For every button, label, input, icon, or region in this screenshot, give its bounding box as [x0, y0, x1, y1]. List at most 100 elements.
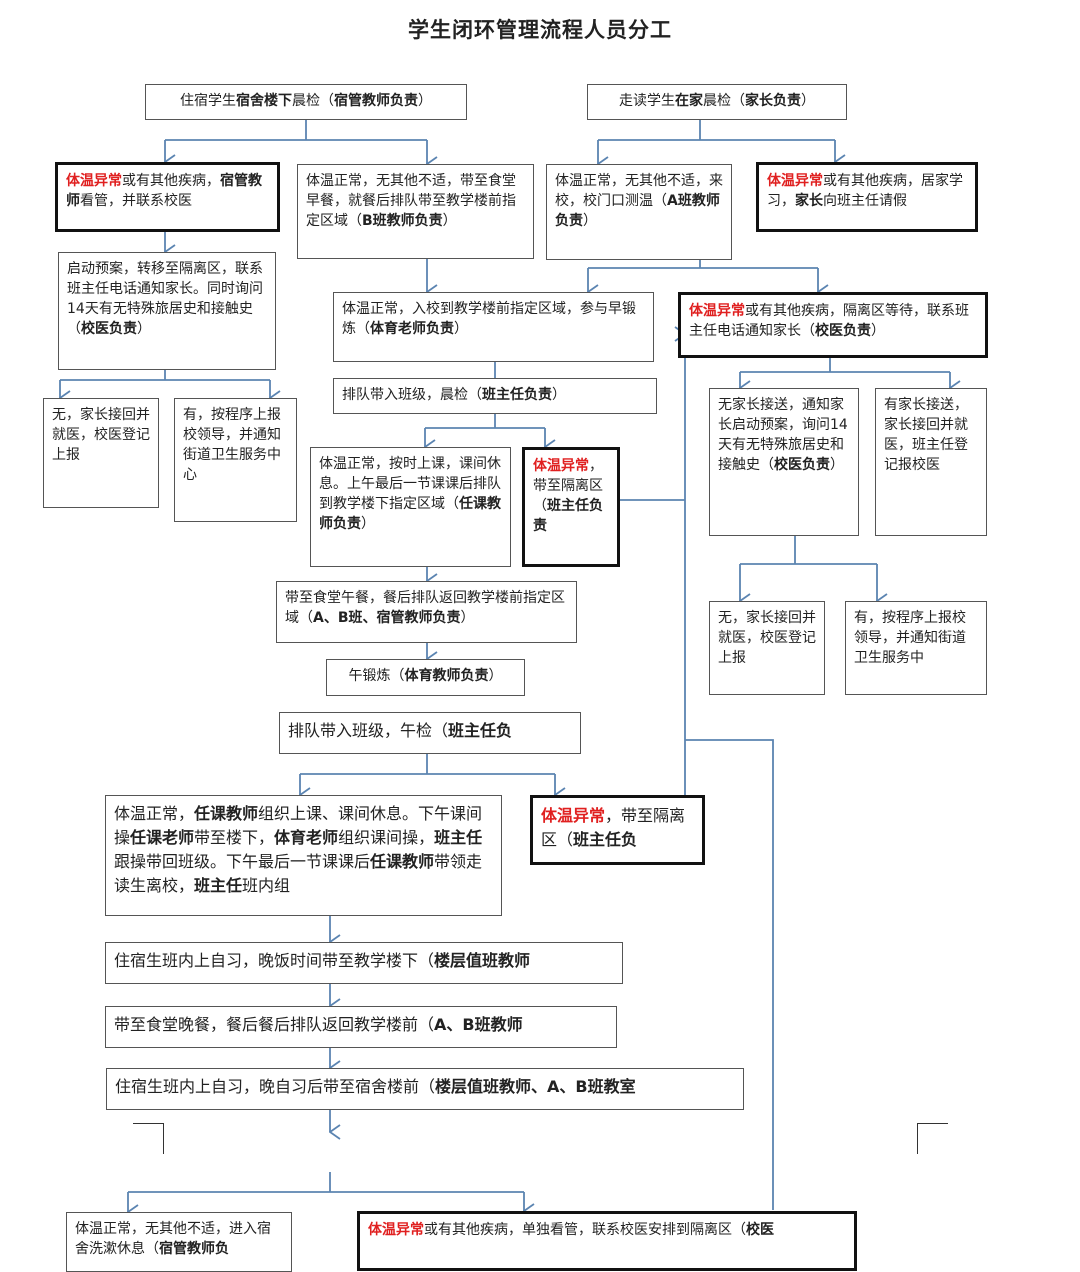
box-final-abnormal: 体温异常或有其他疾病，单独看管，联系校医安排到隔离区（校医 [357, 1211, 857, 1271]
page-title: 学生闭环管理流程人员分工 [408, 18, 672, 42]
flow-text: 或有其他疾病，居家学习， [767, 173, 963, 209]
box-home-abnormal: 体温异常或有其他疾病，居家学习，家长向班主任请假 [756, 162, 978, 232]
flow-text: 无家长接送，通知家长启动预案，询问14天有无特殊旅居史和接触史（ [718, 397, 848, 473]
corner-bracket-right [917, 1123, 948, 1154]
flow-text: 或有其他疾病， [122, 173, 220, 189]
flow-text: ） [552, 387, 566, 403]
box-home-normal: 体温正常，无其他不适，来校，校门口测温（A班教师负责） [546, 164, 732, 260]
flow-text: 带至食堂午餐，餐后排队返回教学楼前指定区域（ [285, 590, 565, 626]
alert-text: 体温异常 [689, 303, 745, 319]
box-dinner: 带至食堂晚餐，餐后餐后排队返回教学楼前（A、B班教师 [105, 1006, 617, 1048]
box-enter-school: 体温正常，入校到教学楼前指定区域，参与早锻炼（体育老师负责） [333, 292, 654, 362]
responsible-text: 宿管教师负 [159, 1241, 229, 1257]
flow-text: 走读学生 [619, 93, 675, 109]
flow-text: 排队带入班级，晨检（ [342, 387, 482, 403]
flow-text: 住宿生班内上自习，晚自习后带至宿舍楼前（ [115, 1077, 436, 1096]
responsible-text: 体育老师 [274, 828, 339, 847]
responsible-text: 在家 [675, 93, 703, 109]
box-no-history-right: 无，家长接回并就医，校医登记上报 [709, 601, 825, 695]
flow-text: 有，按程序上报校领导，并通知街道卫生服务中心 [183, 407, 281, 483]
box-plan-left: 启动预案，转移至隔离区，联系班主任电话通知家长。同时询问14天有无特殊旅居史和接… [58, 252, 276, 370]
flow-text: 向班主任请假 [823, 193, 907, 209]
responsible-text: 任课教师 [370, 852, 435, 871]
alert-text: 体温异常 [533, 458, 589, 474]
flow-text: 带至食堂晚餐，餐后餐后排队返回教学楼前（ [114, 1015, 435, 1034]
flow-text: 排队带入班级，午检（ [288, 721, 449, 740]
flow-text: ） [830, 457, 844, 473]
responsible-text: 班主任负 [573, 830, 638, 849]
flow-text: 晨检（ [292, 93, 334, 109]
flow-text: 无，家长接回并就医，校医登记上报 [718, 610, 816, 666]
flow-text: ） [871, 323, 885, 339]
flow-text: 午锻炼（ [348, 668, 405, 684]
responsible-text: 楼层值班教师、A、B班教室 [435, 1077, 636, 1096]
flow-line [685, 739, 774, 1210]
flow-text: 组织课间操， [338, 828, 435, 847]
box-isolation-wait: 体温异常或有其他疾病，隔离区等待，联系班主任电话通知家长（校医负责） [678, 292, 988, 358]
flow-text: ） [137, 321, 151, 337]
responsible-text: 家长负责 [745, 93, 801, 109]
flow-text: 有家长接送，家长接回并就医，班主任登记报校医 [884, 397, 968, 473]
flow-text: 带领走读生离校， [114, 852, 483, 895]
box-dorm-normal: 体温正常，无其他不适，带至食堂早餐，就餐后排队带至教学楼前指定区域（B班教师负责… [297, 164, 534, 259]
alert-text: 体温异常 [541, 806, 606, 825]
flow-text: 体温正常，无其他不适，带至食堂早餐，就餐后排队带至教学楼前指定区域（ [306, 173, 516, 229]
flow-text: 或有其他疾病，单独看管，联系校医安排到隔离区（ [424, 1222, 746, 1238]
responsible-text: 校医负责 [774, 457, 830, 473]
box-dorm-abnormal: 体温异常或有其他疾病，宿管教师看管，并联系校医 [55, 162, 280, 232]
box-no-pickup: 无家长接送，通知家长启动预案，询问14天有无特殊旅居史和接触史（校医负责） [709, 388, 859, 536]
flow-text: 住宿生班内上自习，晚饭时间带至教学楼下（ [114, 951, 435, 970]
corner-bracket-left [133, 1123, 164, 1154]
box-lunch: 带至食堂午餐，餐后排队返回教学楼前指定区域（A、B班、宿管教师负责） [276, 581, 577, 643]
box-afternoon: 体温正常，任课教师组织上课、课间休息。下午课间操任课老师带至楼下，体育老师组织课… [105, 795, 502, 916]
flow-text: 组织上课、课间休息。下午课间操 [114, 804, 483, 847]
flow-text: ） [583, 213, 597, 229]
responsible-text: 任课教师 [194, 804, 259, 823]
box-dorm-rest: 体温正常，无其他不适，进入宿舍洗漱休息（宿管教师负 [66, 1212, 292, 1272]
responsible-text: 校医负责 [815, 323, 871, 339]
flow-text: 体温正常，按时上课，课间休息。上午最后一节课课后排队到教学楼下指定区域（ [319, 456, 501, 512]
flow-text: ） [361, 516, 375, 532]
responsible-text: 班主任负 [448, 721, 513, 740]
responsible-text: A、B班、宿管教师负责 [313, 610, 461, 626]
flow-text: ） [460, 610, 475, 626]
alert-text: 体温异常 [66, 173, 122, 189]
flow-text: 启动预案，转移至隔离区，联系班主任电话通知家长。同时询问14天有无特殊旅居史和接… [67, 261, 263, 337]
responsible-text: 校医 [746, 1222, 774, 1238]
flow-text: 有，按程序上报校领导，并通知街道卫生服务中 [854, 610, 966, 666]
flow-text: 体温正常，无其他不适，来校，校门口测温（ [555, 173, 723, 209]
responsible-text: 任课老师 [130, 828, 195, 847]
flow-text: 体温正常， [114, 804, 195, 823]
responsible-text: 家长 [795, 193, 823, 209]
alert-text: 体温异常 [767, 173, 823, 189]
responsible-text: B班教师负责 [362, 213, 443, 229]
flow-text: ） [488, 668, 503, 684]
flow-text: 或有其他疾病，隔离区等待，联系班主任电话通知家长（ [689, 303, 969, 339]
flow-text: ） [418, 93, 432, 109]
responsible-text: A班教师负责 [555, 193, 720, 229]
box-home-check: 走读学生在家晨检（家长负责） [587, 84, 847, 120]
box-dorm-check: 住宿学生宿舍楼下晨检（宿管教师负责） [145, 84, 467, 120]
flow-text: 看管，并联系校医 [80, 193, 192, 209]
flow-text: ） [801, 93, 815, 109]
box-has-history-right: 有，按程序上报校领导，并通知街道卫生服务中 [845, 601, 987, 695]
responsible-text: 任课教师负责 [319, 496, 501, 532]
responsible-text: 班主任负责 [533, 498, 603, 534]
responsible-text: 宿舍楼下 [236, 93, 292, 109]
responsible-text: 校医负责 [81, 321, 137, 337]
box-no-history-left: 无，家长接回并就医，校医登记上报 [43, 398, 159, 508]
flow-text: 跟操带回班级。下午最后一节课课后 [114, 852, 371, 871]
box-class-morning: 体温正常，按时上课，课间休息。上午最后一节课课后排队到教学楼下指定区域（任课教师… [310, 447, 511, 567]
responsible-text: 宿管教师 [66, 173, 262, 209]
responsible-text: 宿管教师负责 [334, 93, 418, 109]
box-noon-check: 排队带入班级，午检（班主任负 [279, 712, 581, 754]
responsible-text: 体育教师负责 [404, 668, 489, 684]
flow-text: 体温正常，入校到教学楼前指定区域，参与早锻炼（ [342, 301, 636, 337]
box-noon-exercise: 午锻炼（体育教师负责） [326, 659, 525, 696]
box-has-pickup: 有家长接送，家长接回并就医，班主任登记报校医 [875, 388, 987, 536]
responsible-text: 楼层值班教师 [434, 951, 531, 970]
flow-text: 住宿学生 [180, 93, 236, 109]
flow-text: ） [442, 213, 457, 229]
